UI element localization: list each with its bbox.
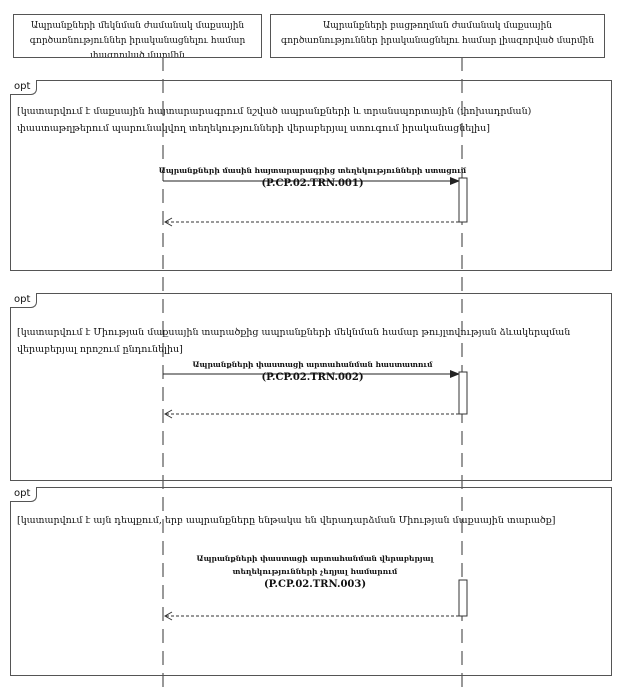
guard-condition: [կատարվում է այն դեպքում, երբ ապրանքները…	[17, 515, 556, 526]
message-code: (P.CP.02.TRN.002)	[261, 372, 364, 383]
message-text: Ապրանքների փաստացի արտահանման հաստատում	[192, 360, 433, 369]
arrowhead-1	[450, 177, 460, 185]
message-label-2: Ապրանքների փաստացի արտահանման հաստատում …	[150, 358, 475, 384]
activation-bar-1	[458, 177, 468, 223]
message-text: Ապրանքների մասին հայտարարագրից տեղեկությ…	[158, 166, 467, 175]
message-label-1: Ապրանքների մասին հայտարարագրից տեղեկությ…	[150, 164, 475, 190]
message-label-3: Ապրանքների փաստացի արտահանման վերաբերյալ…	[165, 552, 465, 591]
fragment-operator: opt	[10, 80, 38, 95]
fragment-operator: opt	[10, 487, 38, 502]
guard-condition: [կատարվում է Միության մաքսային տարածքից …	[17, 327, 571, 355]
arrowhead-2	[450, 370, 460, 378]
message-text: Ապրանքների փաստացի արտահանման վերաբերյալ…	[196, 554, 434, 576]
message-code: (P.CP.02.TRN.003)	[263, 579, 367, 590]
message-code: (P.CP.02.TRN.001)	[261, 178, 364, 189]
opt-fragment-1: opt [կատարվում է մաքսային հայտարարագրում…	[10, 80, 612, 271]
fragment-operator: opt	[10, 293, 38, 308]
participant-release-authority: Ապրանքների բացթողման ժամանակ մաքսային գո…	[270, 14, 605, 58]
opt-fragment-2: opt [կատարվում է Միության մաքսային տարած…	[10, 293, 612, 481]
activation-bar-2	[458, 371, 468, 415]
opt-fragment-3: opt [կատարվում է այն դեպքում, երբ ապրանք…	[10, 487, 612, 676]
activation-bar-3	[458, 579, 468, 617]
participant-departure-authority: Ապրանքների մեկնման ժամանակ մաքսային գործ…	[13, 14, 262, 58]
guard-condition: [կատարվում է մաքսային հայտարարագրում նշվ…	[17, 106, 532, 134]
